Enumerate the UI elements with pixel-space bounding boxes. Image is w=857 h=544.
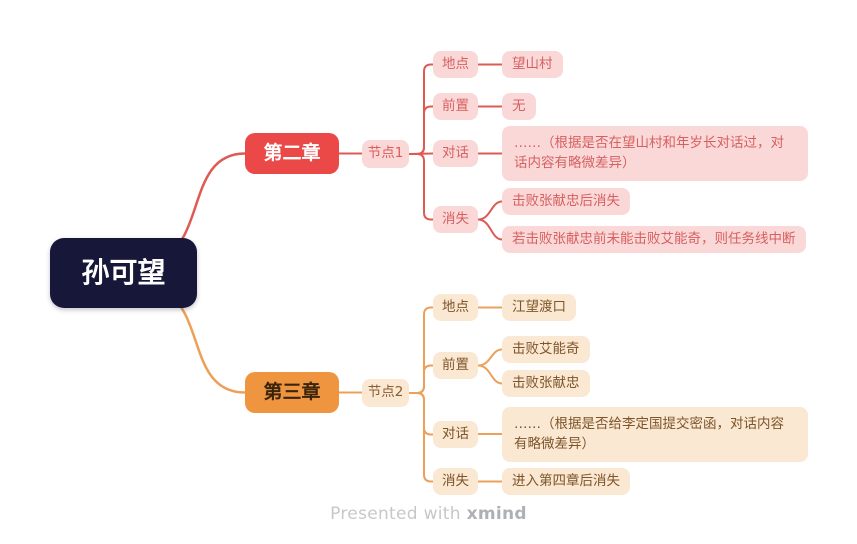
chapter2-dialogue-label[interactable]: 对话 [433, 140, 478, 167]
chapter2-subtopic-node[interactable]: 节点1 [362, 140, 409, 168]
footer-watermark: Presented with xmind [0, 504, 857, 524]
chapter2-location-label[interactable]: 地点 [433, 51, 478, 78]
connector-line [408, 63, 434, 155]
chapter3-location-label[interactable]: 地点 [433, 294, 478, 321]
chapter3-subtopic-node[interactable]: 节点2 [362, 379, 409, 407]
chapter3-disappear-value[interactable]: 进入第四章后消失 [502, 468, 630, 495]
xmind-brand[interactable]: xmind [466, 504, 527, 524]
connector-line [408, 153, 434, 221]
chapter2-disappear-value-1[interactable]: 击败张献忠后消失 [502, 188, 630, 215]
chapter3-prerequisite-value-2[interactable]: 击败张献忠 [502, 370, 590, 397]
connector-line [477, 200, 503, 221]
connector-line [408, 364, 434, 394]
connector-line [477, 218, 503, 241]
chapter2-location-value[interactable]: 望山村 [502, 51, 563, 78]
chapter2-disappear-value-2[interactable]: 若击败张献忠前未能击败艾能奇，则任务线中断 [502, 226, 806, 253]
connector-line [408, 392, 434, 436]
chapter2-topic[interactable]: 第二章 [245, 133, 339, 174]
chapter3-dialogue-label[interactable]: 对话 [433, 421, 478, 448]
chapter2-prerequisite-label[interactable]: 前置 [433, 93, 478, 120]
chapter3-disappear-label[interactable]: 消失 [433, 468, 478, 495]
connector-line [408, 392, 434, 483]
chapter3-prerequisite-label[interactable]: 前置 [433, 352, 478, 379]
chapter3-dialogue-value[interactable]: ……（根据是否给李定国提交密函，对话内容有略微差异） [502, 407, 808, 462]
chapter2-disappear-label[interactable]: 消失 [433, 206, 478, 233]
connector-line [408, 306, 434, 394]
footer-watermark-text: Presented with [330, 504, 461, 524]
chapter3-prerequisite-value-1[interactable]: 击败艾能奇 [502, 336, 590, 363]
chapter3-location-value[interactable]: 江望渡口 [502, 294, 576, 321]
connector-line [477, 348, 503, 367]
chapter2-dialogue-value[interactable]: ……（根据是否在望山村和年岁长对话过，对话内容有略微差异） [502, 126, 808, 181]
chapter2-prerequisite-value[interactable]: 无 [502, 93, 536, 120]
chapter3-topic[interactable]: 第三章 [245, 372, 339, 413]
connector-line [408, 105, 434, 155]
root-topic[interactable]: 孙可望 [50, 238, 197, 308]
connector-line [477, 364, 503, 385]
